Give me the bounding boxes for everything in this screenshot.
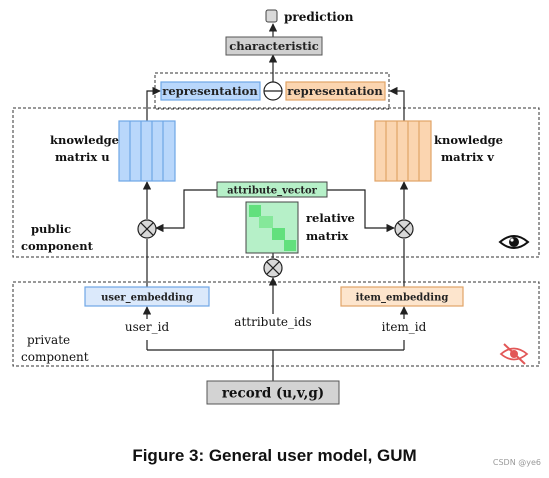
eye-icon: [498, 235, 530, 249]
prediction-square: [265, 9, 278, 23]
characteristic-label: characteristic: [229, 39, 319, 53]
private-component-label-line2: component: [21, 350, 89, 364]
item-embedding-label: item_embedding: [356, 293, 449, 304]
knowledge-u-label-line1: knowledge: [50, 133, 119, 147]
connectors: [142, 23, 409, 381]
record-label: record (u,v,g): [222, 386, 324, 402]
user-id-backing: [118, 319, 176, 334]
relative-matrix-label-line1: relative: [306, 211, 355, 225]
public-component-box: [12, 107, 540, 258]
knowledge-matrix-u: [118, 120, 176, 182]
knowledge-v-label-line1: knowledge: [434, 133, 503, 147]
knowledge-matrix-v: [374, 120, 432, 182]
circled-times-icon: [263, 258, 283, 278]
figure-caption: Figure 3: General user model, GUM: [132, 446, 417, 465]
circled-times-icon: [394, 219, 414, 239]
knowledge-v-label-line2: matrix v: [441, 150, 494, 164]
record-box: [206, 380, 340, 405]
attribute-ids-label: attribute_ids: [234, 315, 311, 329]
attribute-vector-box: [216, 181, 328, 198]
public-component-label-line1: public: [31, 222, 71, 236]
watermark: CSDN @ye6: [492, 458, 541, 467]
user-id-label: user_id: [125, 320, 170, 334]
representation-item-label: representation: [287, 84, 383, 98]
attribute-ids-backing: [230, 314, 316, 329]
item-id-label: item_id: [382, 320, 427, 334]
eye-slash-icon: [499, 343, 529, 365]
user-embedding-box: [84, 286, 210, 307]
relative-matrix-label-line2: matrix: [306, 229, 348, 243]
item-id-backing: [377, 319, 431, 334]
circled-times-icon: [137, 219, 157, 239]
representation-user-label: representation: [162, 84, 258, 98]
item-embedding-box: [340, 286, 464, 307]
knowledge-u-label-line2: matrix u: [55, 150, 110, 164]
private-component-label-line1: private: [27, 333, 70, 347]
circled-minus-icon: [263, 81, 283, 101]
attribute-vector-label: attribute_vector: [227, 186, 318, 197]
characteristic-box: [225, 36, 323, 56]
representation-user-box: [160, 81, 261, 101]
prediction-label: prediction: [284, 10, 354, 24]
user-embedding-label: user_embedding: [101, 293, 193, 304]
relative-matrix: [245, 201, 299, 254]
public-component-label-line2: component: [21, 239, 94, 253]
representation-item-box: [285, 81, 386, 101]
